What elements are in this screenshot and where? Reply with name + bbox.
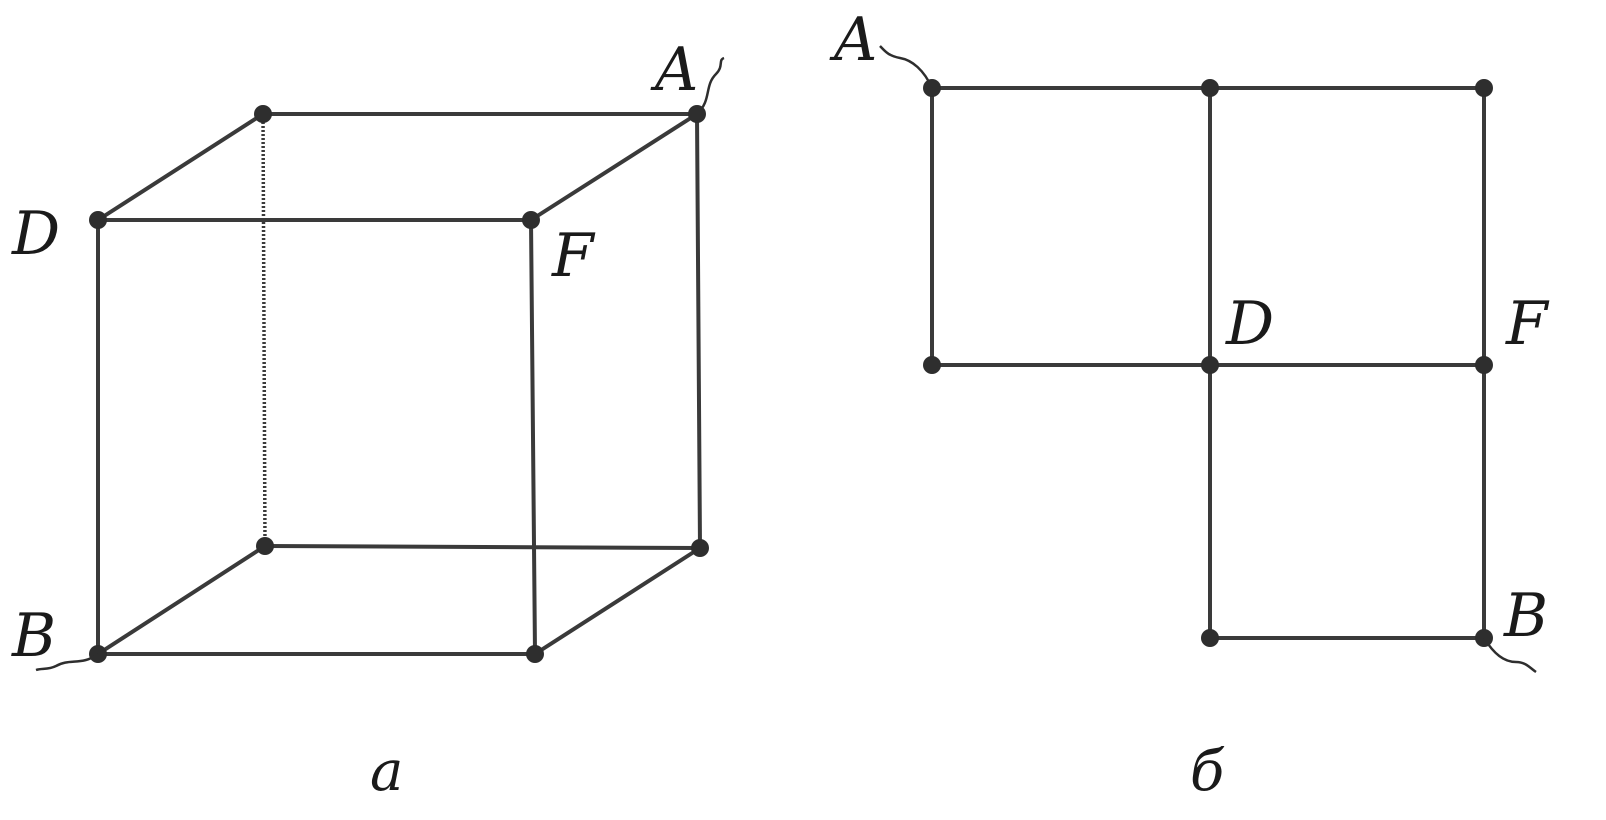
cube-vertex-front-bottom-right <box>526 645 544 663</box>
label-A: A <box>650 35 698 105</box>
cube-vertex-back-bottom-left <box>256 537 274 555</box>
net-label-F: F <box>1505 289 1550 359</box>
net-lead-wire-B <box>1482 637 1537 674</box>
cube-edge-front-right <box>529 218 537 656</box>
net-node-middle-left <box>923 356 941 374</box>
cube-edge-back-left <box>261 113 267 547</box>
net-node-bottom-middle <box>1201 629 1219 647</box>
caption-b: б <box>1190 739 1225 804</box>
cube-edge-back-bottom <box>263 544 702 550</box>
cube-vertex-back-top-left <box>254 105 272 123</box>
caption-a: а <box>370 739 403 804</box>
cube-edge-depth-top-left <box>96 112 265 222</box>
net-label-A: A <box>829 5 877 75</box>
label-F: F <box>551 221 596 291</box>
cube-vertex-back-bottom-right <box>691 539 709 557</box>
figure-a-cube: A D F B а <box>11 35 725 804</box>
cube-edge-depth-bottom-left <box>96 544 267 656</box>
lead-wire-A <box>696 56 725 115</box>
label-B: B <box>11 601 56 671</box>
cube-edge-depth-top-right <box>529 112 699 222</box>
figure-b-net: A D F B б <box>829 5 1550 804</box>
cube-edge-depth-bottom-right <box>533 546 702 656</box>
net-label-B: B <box>1503 581 1548 651</box>
net-node-F <box>1475 356 1493 374</box>
net-node-top-middle <box>1201 79 1219 97</box>
lead-wire-B <box>35 652 99 672</box>
net-node-top-right <box>1475 79 1493 97</box>
net-label-D: D <box>1225 289 1274 359</box>
cube-vertex-F <box>522 211 540 229</box>
net-lead-wire-A <box>879 45 934 89</box>
net-node-D <box>1201 356 1219 374</box>
cube-vertex-D <box>89 211 107 229</box>
cube-edge-back-right <box>695 112 702 550</box>
label-D: D <box>11 199 60 269</box>
